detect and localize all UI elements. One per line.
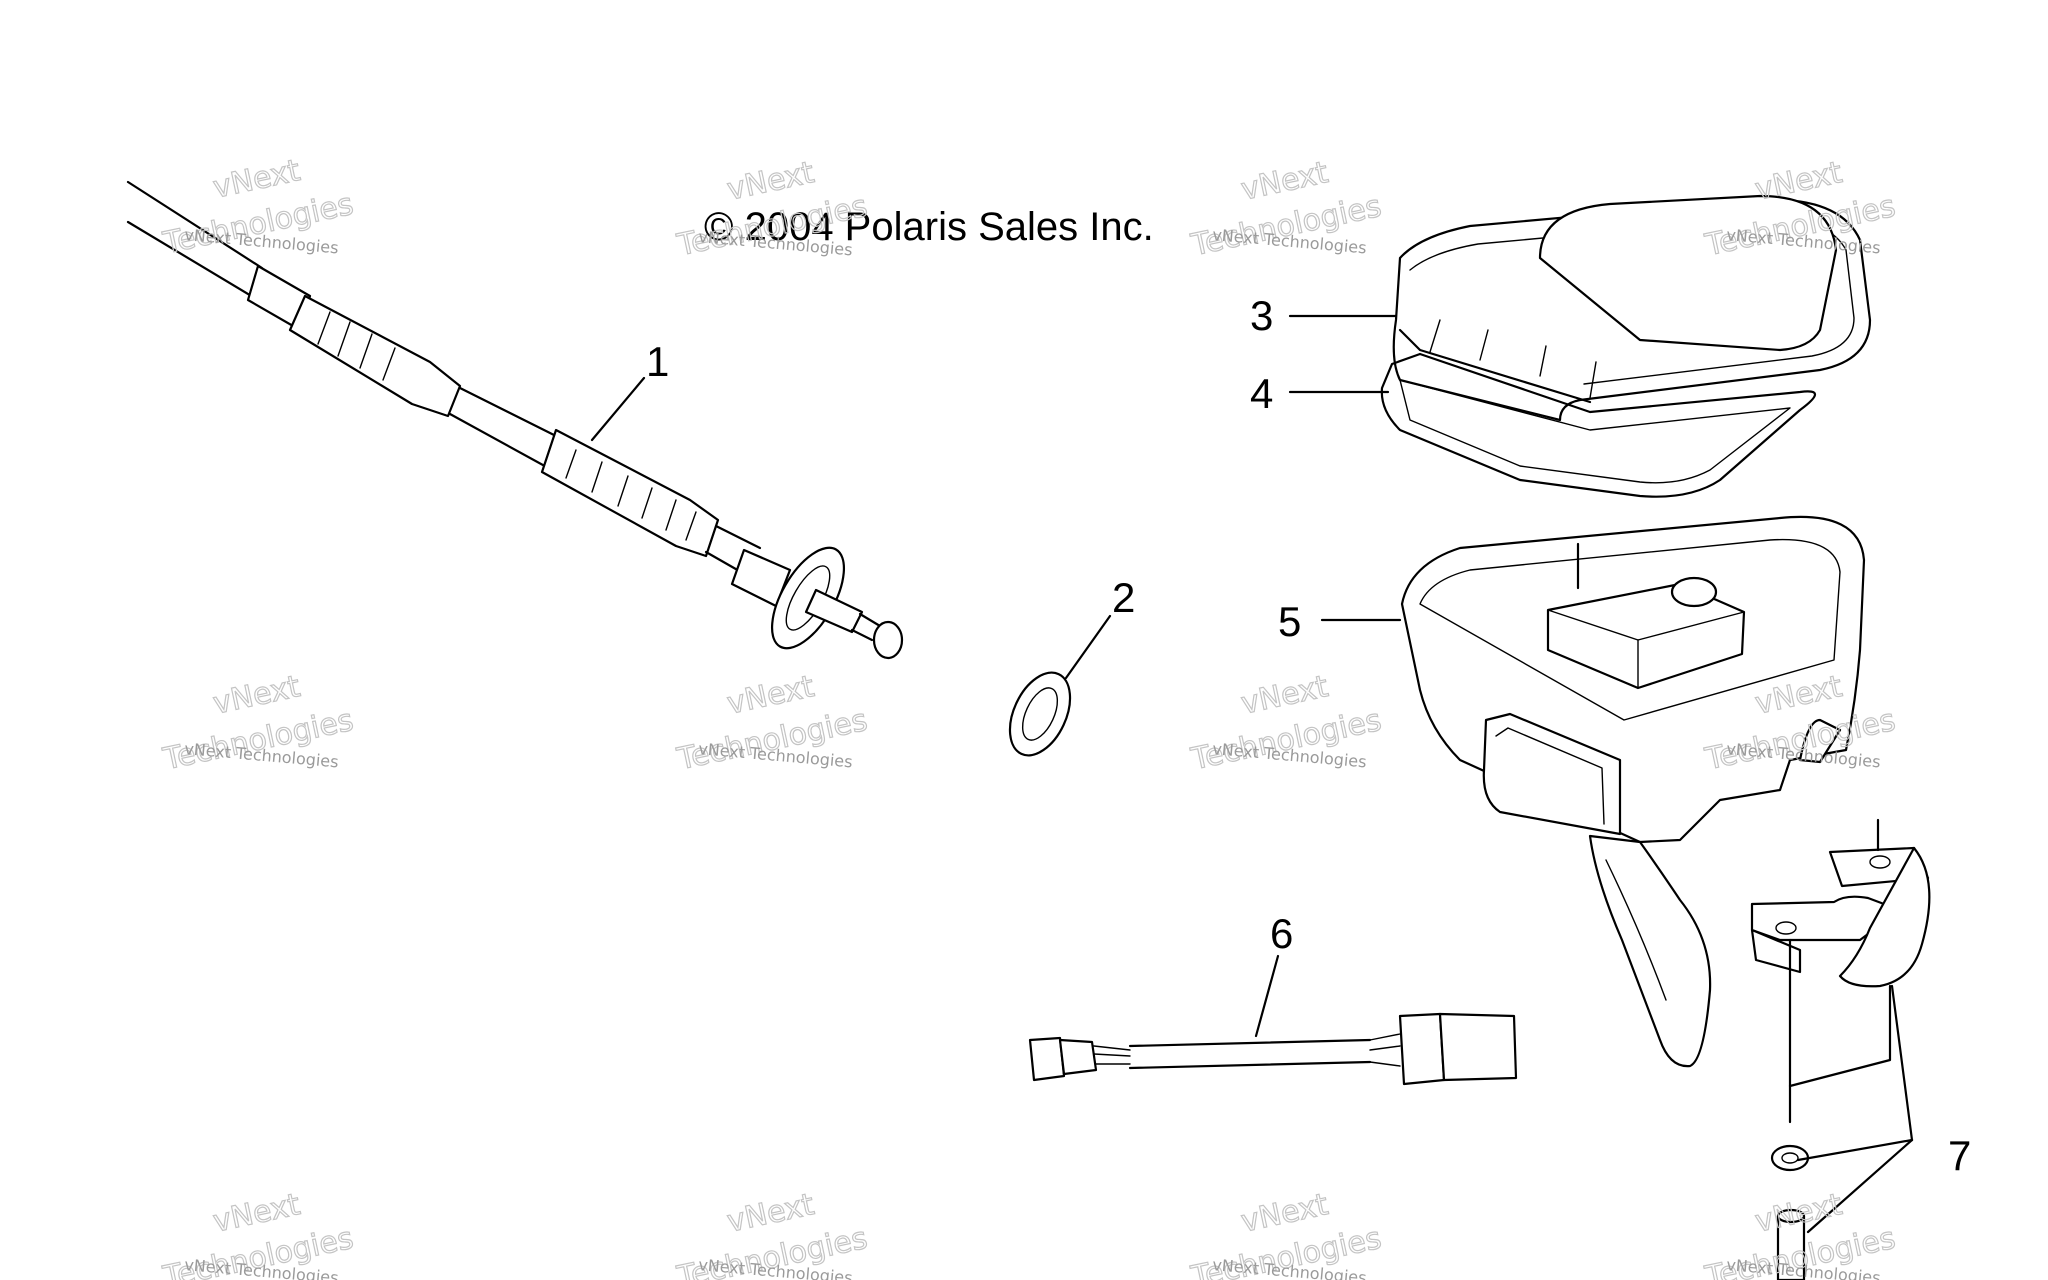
throttle-housing (1400, 515, 1866, 1068)
clamp-and-hardware (1750, 818, 1931, 1280)
callout-7: 7 (1948, 1132, 1971, 1179)
callout-5: 5 (1278, 598, 1301, 645)
copyright-text: © 2004 Polaris Sales Inc. (704, 205, 1154, 249)
callout-3: 3 (1250, 292, 1273, 339)
watermark-top: vNext (724, 669, 817, 722)
callout-6: 6 (1270, 910, 1293, 957)
throttle-cable (126, 180, 904, 660)
watermark-top: vNext (724, 1187, 817, 1240)
watermark-top: vNext (210, 1187, 303, 1240)
callout-numbers: 1 2 3 4 5 6 7 (646, 292, 1971, 1179)
watermark-top: vNext (1238, 1187, 1331, 1240)
wire-harness (1028, 1012, 1518, 1086)
gasket (1380, 352, 1817, 498)
watermark-top: vNext (1238, 155, 1331, 208)
watermark-top: vNext (1238, 669, 1331, 722)
leader-lines (590, 314, 1914, 1234)
watermark-top: vNext (1752, 155, 1845, 208)
washer (1008, 671, 1072, 757)
callout-4: 4 (1250, 370, 1273, 417)
watermark-top: vNext (210, 669, 303, 722)
watermark-top: vNext (724, 155, 817, 208)
callout-1: 1 (646, 338, 669, 385)
watermark-top: vNext (210, 153, 303, 206)
callout-2: 2 (1112, 574, 1135, 621)
